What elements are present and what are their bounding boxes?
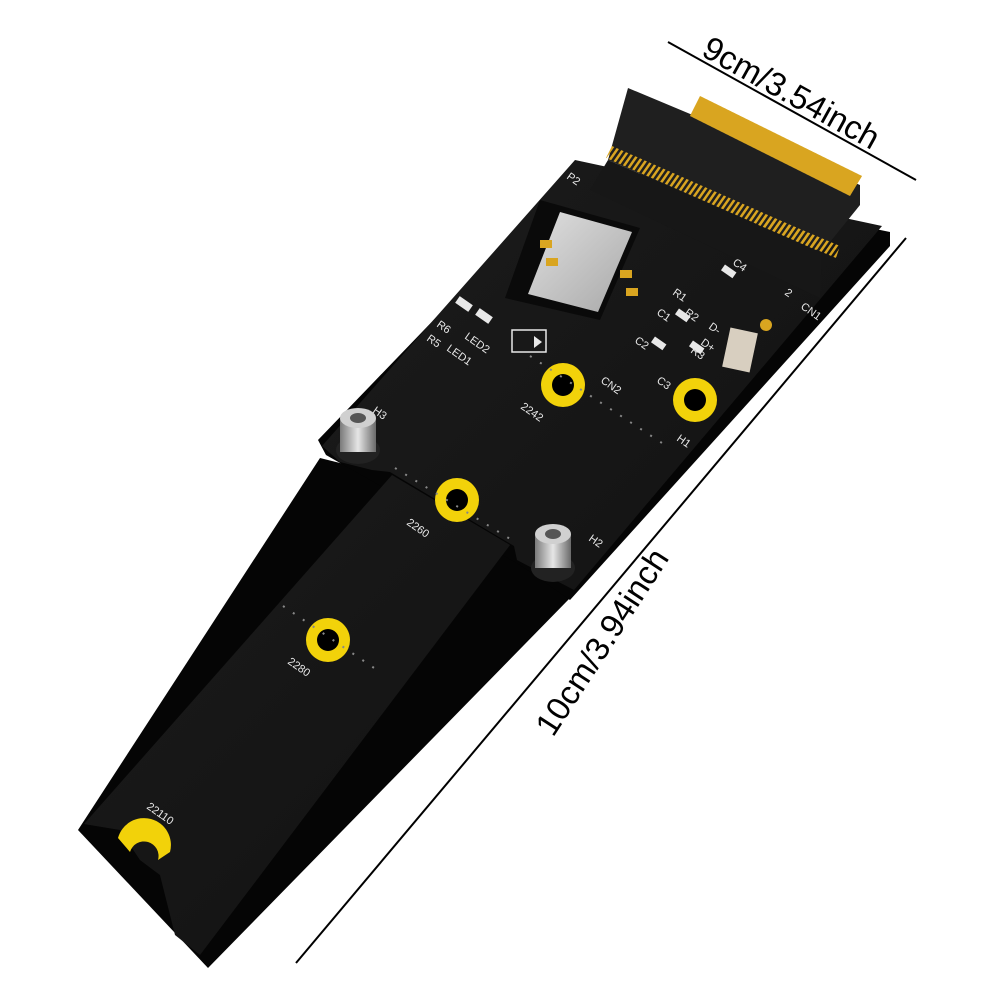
arrow-marker-icon [511, 329, 547, 353]
mounting-hole-2242 [541, 363, 585, 407]
mounting-hole-2260 [435, 478, 479, 522]
standoff-h3 [336, 408, 380, 464]
cut-guide-lines [282, 355, 666, 673]
smd-components [455, 264, 737, 355]
sim-card-slot [505, 200, 640, 320]
mounting-hole-22110 [118, 818, 171, 860]
pcb-board: 2242 2260 2280 22110 H1 H2 H3 CN1 CN2 LE… [78, 88, 890, 968]
m2-connector [590, 88, 862, 298]
mounting-hole-h1 [673, 378, 717, 422]
silk-label-2: 2 [782, 287, 794, 300]
pcb-top-surface [84, 160, 882, 955]
white-header-connector [722, 327, 758, 373]
standoff-h2 [531, 524, 575, 582]
mounting-hole-2280 [306, 618, 350, 662]
